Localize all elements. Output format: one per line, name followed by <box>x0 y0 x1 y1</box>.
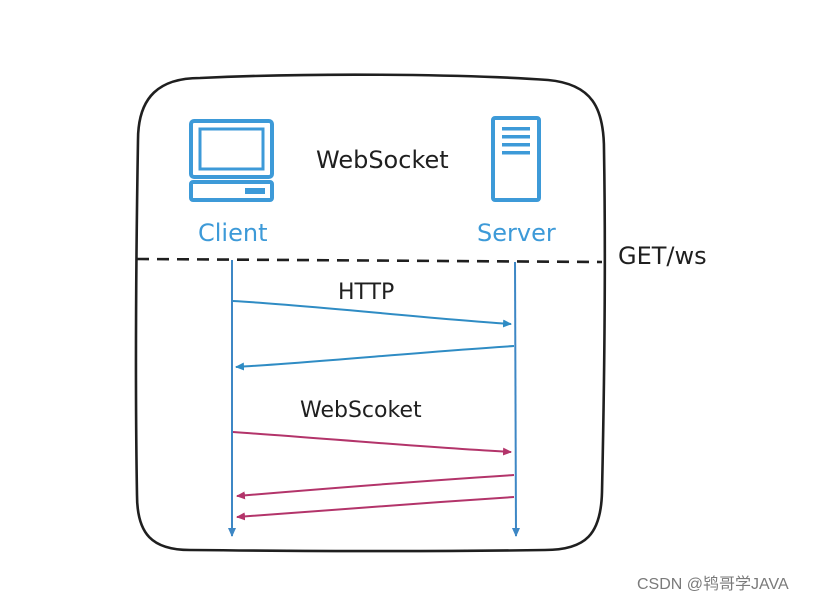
watermark: CSDN @鸨哥学JAVA <box>637 576 789 593</box>
frame-border <box>134 73 607 553</box>
http-request-arrow <box>232 300 512 328</box>
dashed-separator <box>136 257 603 264</box>
request-label: GET/ws <box>618 242 707 270</box>
server-label: Server <box>477 219 556 247</box>
server-lifeline <box>511 261 520 537</box>
websocket-label: WebScoket <box>300 398 422 423</box>
websocket-arrow-to-server <box>232 431 512 456</box>
computer-icon <box>189 119 274 202</box>
client-label: Client <box>198 219 268 247</box>
http-response-arrow <box>235 345 515 371</box>
http-label: HTTP <box>338 280 395 305</box>
websocket-arrow-to-client-1 <box>236 474 515 500</box>
websocket-arrow-to-client-2 <box>236 496 515 521</box>
server-icon <box>491 116 541 202</box>
diagram-title: WebSocket <box>316 146 449 174</box>
